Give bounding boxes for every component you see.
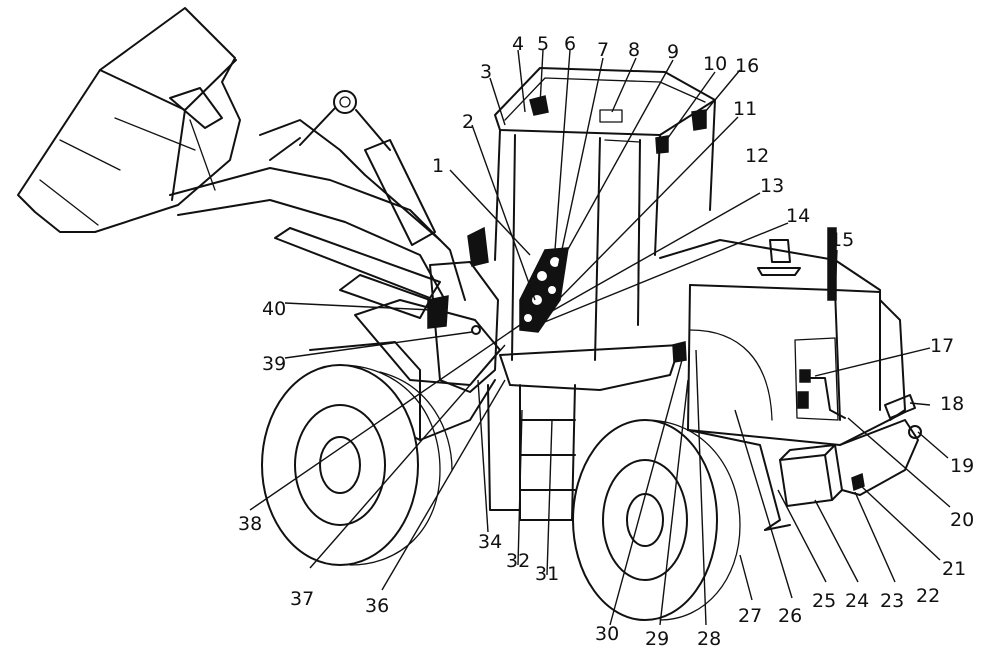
control-panel xyxy=(427,226,569,335)
callout-34: 34 xyxy=(478,531,502,553)
callout-4: 4 xyxy=(512,33,524,55)
callout-2: 2 xyxy=(462,111,474,133)
callout-3: 3 xyxy=(480,61,492,83)
callout-18: 18 xyxy=(940,393,964,415)
callout-27: 27 xyxy=(738,605,762,627)
callout-29: 29 xyxy=(645,628,669,650)
callout-9: 9 xyxy=(667,41,679,63)
callout-20: 20 xyxy=(950,509,974,531)
callout-11: 11 xyxy=(733,98,757,120)
front-wheel xyxy=(261,364,453,566)
callout-19: 19 xyxy=(950,455,974,477)
callout-10: 10 xyxy=(703,53,727,75)
callout-30: 30 xyxy=(595,623,619,645)
callout-39: 39 xyxy=(262,353,286,375)
callout-labels: 1 2 3 4 5 6 7 8 9 10 11 12 13 14 15 16 1… xyxy=(238,33,974,650)
callout-6: 6 xyxy=(564,33,576,55)
callout-15: 15 xyxy=(830,229,854,251)
callout-1: 1 xyxy=(432,155,444,177)
callout-36: 36 xyxy=(365,595,389,617)
rear-wheel xyxy=(572,329,773,621)
callout-12: 12 xyxy=(745,145,769,167)
callout-5: 5 xyxy=(537,33,549,55)
callout-23: 23 xyxy=(880,590,904,612)
callout-40: 40 xyxy=(262,298,286,320)
callout-26: 26 xyxy=(778,605,802,627)
callout-32: 32 xyxy=(506,550,530,572)
callout-21: 21 xyxy=(942,558,966,580)
callout-38: 38 xyxy=(238,513,262,535)
leader-lines xyxy=(249,49,951,626)
callout-28: 28 xyxy=(697,628,721,650)
platform xyxy=(487,341,687,521)
callout-22: 22 xyxy=(916,585,940,607)
bucket xyxy=(17,7,241,233)
callout-8: 8 xyxy=(628,39,640,61)
callout-17: 17 xyxy=(930,335,954,357)
callout-16: 16 xyxy=(735,55,759,77)
callout-25: 25 xyxy=(812,590,836,612)
callout-7: 7 xyxy=(597,39,609,61)
rear-frame xyxy=(687,394,922,531)
callout-37: 37 xyxy=(290,588,314,610)
callout-14: 14 xyxy=(786,205,810,227)
callout-31: 31 xyxy=(535,563,559,585)
callout-24: 24 xyxy=(845,590,869,612)
callout-13: 13 xyxy=(760,175,784,197)
lift-arm xyxy=(169,90,501,386)
